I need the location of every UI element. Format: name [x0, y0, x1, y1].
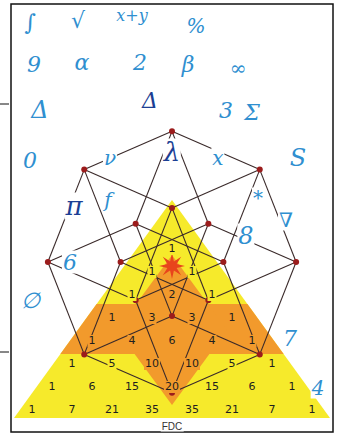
math-symbol: π	[64, 193, 83, 220]
tesseract-vertex	[45, 259, 51, 265]
tesseract-edge	[208, 262, 296, 300]
pascal-number: 1	[228, 312, 237, 324]
math-symbol: 9	[26, 53, 42, 76]
math-symbol: %	[185, 16, 206, 37]
pascal-number: 5	[228, 358, 237, 370]
pascal-number: 10	[184, 358, 200, 370]
pascal-number: 1	[88, 335, 97, 347]
pascal-number: 15	[124, 381, 140, 393]
math-symbol: 3	[218, 99, 234, 122]
pascal-number: 1	[148, 266, 157, 278]
pascal-number: 7	[68, 404, 77, 416]
tesseract-edge	[48, 170, 84, 262]
tesseract-vertex	[169, 128, 175, 134]
pascal-number: 7	[268, 404, 277, 416]
pascal-number: 4	[208, 335, 217, 347]
pascal-number: 6	[248, 381, 257, 393]
pascal-number: 6	[168, 335, 177, 347]
pascal-number: 35	[144, 404, 160, 416]
pascal-number: 1	[128, 289, 137, 301]
math-symbol: Σ	[243, 101, 261, 124]
tesseract-vertex	[118, 259, 124, 265]
tesseract-edge	[172, 170, 260, 208]
center-star	[159, 253, 185, 279]
pascal-number: 1	[288, 381, 297, 393]
pascal-number: 1	[68, 358, 77, 370]
tesseract-vertex	[257, 351, 263, 357]
tesseract-edge	[136, 262, 224, 300]
math-symbol: Δ	[30, 98, 49, 123]
pascal-number: 1	[248, 335, 257, 347]
tesseract-vertex	[169, 205, 175, 211]
tesseract-edge	[172, 316, 260, 354]
math-symbol: ∇	[278, 210, 294, 231]
math-symbol: f	[103, 190, 112, 211]
edge-tick	[0, 104, 9, 105]
math-symbol: 4	[311, 378, 326, 399]
tesseract-edge	[172, 300, 208, 392]
tesseract-edge	[84, 354, 172, 392]
math-symbol: Δ	[141, 89, 159, 112]
math-symbol: 8	[237, 224, 254, 249]
tesseract-edge	[172, 354, 260, 392]
tesseract-edge	[121, 224, 209, 262]
tesseract-edges	[48, 131, 296, 392]
pascal-number: 3	[188, 312, 197, 324]
pascal-number: 2	[168, 289, 177, 301]
math-symbol: 2	[132, 51, 148, 74]
pascal-number: 1	[308, 404, 317, 416]
pascal-number: 1	[28, 404, 37, 416]
tesseract-vertex	[293, 259, 299, 265]
cover-frame	[11, 4, 333, 432]
math-symbol: λ	[163, 139, 181, 166]
pascal-number: 21	[224, 404, 240, 416]
tesseract-edge	[48, 262, 84, 354]
math-symbol: x	[211, 148, 224, 169]
math-symbol: β	[181, 53, 196, 76]
pascal-number: 1	[188, 266, 197, 278]
edge-tick	[0, 352, 9, 353]
math-symbol: ∫	[23, 11, 36, 34]
math-symbol: ∅	[20, 289, 41, 312]
tesseract-edge	[121, 262, 209, 300]
pascal-number: 4	[128, 335, 137, 347]
tesseract-vertex	[220, 259, 226, 265]
math-symbol: x+y	[115, 7, 148, 24]
tesseract-vertex	[81, 351, 87, 357]
tesseract-vertices	[45, 128, 299, 395]
pascal-number: 20	[164, 381, 180, 393]
math-symbol: S	[289, 146, 307, 171]
pascal-number: 21	[104, 404, 120, 416]
pascal-number: 1	[208, 289, 217, 301]
pascal-number: 1	[168, 243, 177, 255]
math-symbol: ν	[103, 148, 117, 169]
tesseract-edge	[84, 170, 120, 262]
pascal-number: 1	[108, 312, 117, 324]
tesseract-edge	[84, 262, 120, 354]
tesseract-vertex	[205, 221, 211, 227]
math-symbol: ∞	[229, 58, 248, 79]
pascal-triangle	[14, 200, 330, 418]
tesseract-vertex	[169, 313, 175, 319]
math-symbol: 7	[282, 327, 298, 350]
pascal-number: 5	[108, 358, 117, 370]
pascal-number: 1	[48, 381, 57, 393]
pascal-number: 6	[88, 381, 97, 393]
tesseract-vertex	[81, 167, 87, 173]
math-symbol: √	[70, 9, 86, 32]
math-symbol: 6	[62, 251, 78, 274]
pascal-number: 15	[204, 381, 220, 393]
pascal-number: 35	[184, 404, 200, 416]
math-symbol: *	[252, 188, 264, 209]
pascal-number: 3	[148, 312, 157, 324]
pascal-number: 1	[268, 358, 277, 370]
tesseract-edge	[84, 131, 172, 169]
tesseract-vertex	[133, 221, 139, 227]
pascal-number: 10	[144, 358, 160, 370]
math-symbol: α	[74, 51, 91, 74]
cover-caption: FDC	[161, 421, 184, 432]
math-symbol: 0	[22, 149, 38, 172]
tesseract-vertex	[257, 167, 263, 173]
